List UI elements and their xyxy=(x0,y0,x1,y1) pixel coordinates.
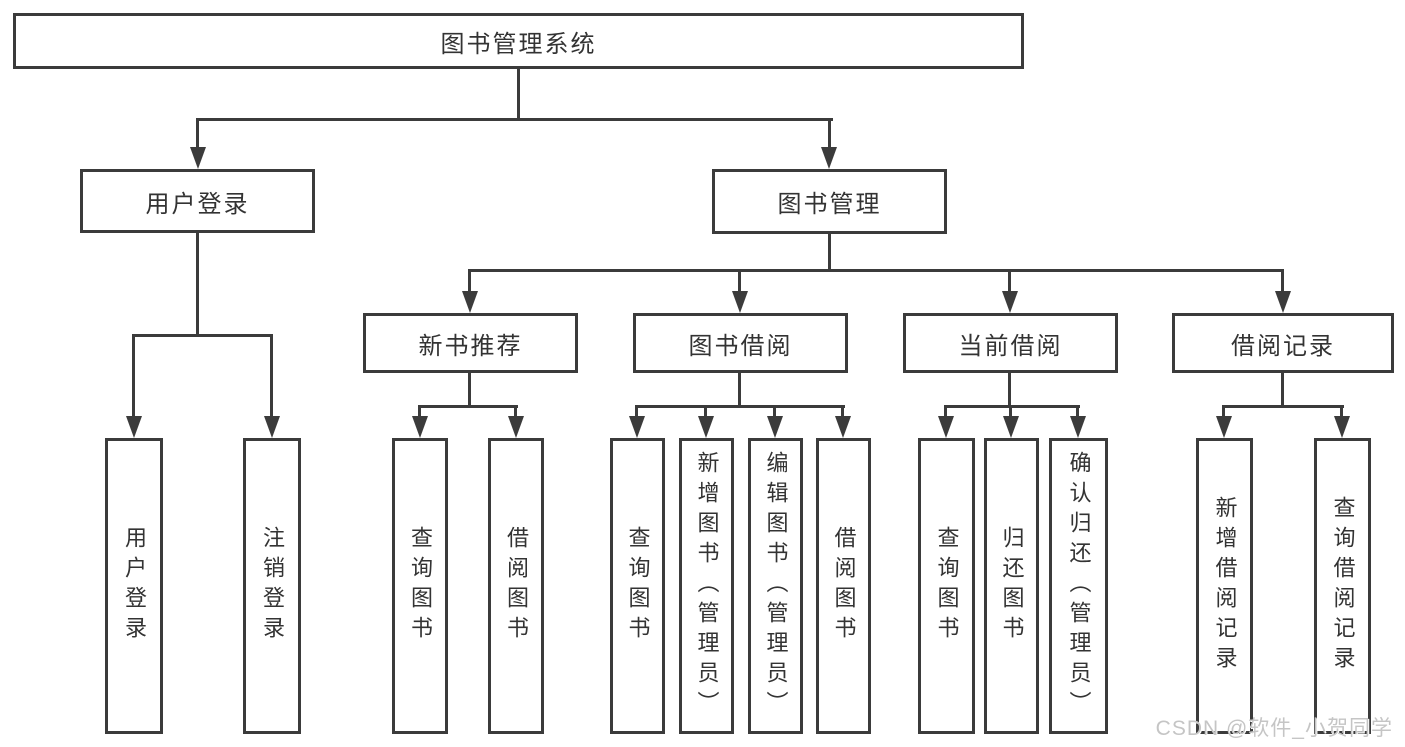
leaf-new-books-query: 查询图书 xyxy=(392,438,448,734)
connector-current-borrow-stem xyxy=(1008,269,1011,293)
leaf-current-borrow-return: 归还图书 xyxy=(984,438,1039,734)
leaf-logout-login-label: 注销登录 xyxy=(260,526,285,646)
leaf-book-borrow-query: 查询图书 xyxy=(610,438,665,734)
connector-leaf-login-stem xyxy=(132,334,135,416)
connector-leaf-logout-stem xyxy=(270,334,273,416)
connector-stem xyxy=(773,405,776,417)
connector-book-borrow-stem xyxy=(738,269,741,293)
connector-stem xyxy=(944,405,947,417)
node-library-system-label: 图书管理系统 xyxy=(440,30,597,58)
connector-stem xyxy=(1222,405,1225,417)
connector-current-borrow-branch xyxy=(944,405,1080,408)
leaf-borrow-records-query-label: 查询借阅记录 xyxy=(1330,496,1356,676)
connector-stem xyxy=(514,405,517,417)
connector-book-mgmt-stem xyxy=(828,118,831,149)
node-user-login: 用户登录 xyxy=(80,169,315,233)
connector-book-borrow-branch xyxy=(635,405,845,408)
leaf-borrow-records-add-label: 新增借阅记录 xyxy=(1212,496,1238,676)
leaf-book-borrow-borrow-label: 借阅图书 xyxy=(831,526,857,646)
arrowhead-current-borrow xyxy=(1002,291,1018,313)
leaf-new-books-borrow-label: 借阅图书 xyxy=(504,526,529,646)
node-book-borrow-label: 图书借阅 xyxy=(688,332,793,360)
node-book-mgmt: 图书管理 xyxy=(712,169,947,234)
leaf-user-login-label: 用户登录 xyxy=(122,526,147,646)
watermark: CSDN @软件_小贺同学 xyxy=(1155,717,1393,740)
connector-user-login-branch xyxy=(132,334,273,337)
leaf-book-borrow-borrow: 借阅图书 xyxy=(816,438,871,734)
node-current-borrow-label: 当前借阅 xyxy=(958,332,1063,360)
node-book-mgmt-label: 图书管理 xyxy=(777,191,882,218)
connector-book-mgmt-down xyxy=(828,234,831,272)
connector-borrow-records-branch xyxy=(1222,405,1344,408)
leaf-book-borrow-edit-admin: 编辑图书（管理员） xyxy=(748,438,803,734)
connector-new-books-down xyxy=(468,373,471,408)
node-user-login-label: 用户登录 xyxy=(145,190,250,218)
arrowhead-nb-query xyxy=(412,416,428,438)
leaf-new-books-query-label: 查询图书 xyxy=(408,526,433,646)
arrowhead-bb-edit xyxy=(767,416,783,438)
leaf-new-books-borrow: 借阅图书 xyxy=(488,438,544,734)
connector-user-login-down xyxy=(196,233,199,336)
connector-stem xyxy=(418,405,421,417)
connector-stem xyxy=(841,405,844,417)
leaf-current-borrow-query-label: 查询图书 xyxy=(934,526,960,646)
node-library-system: 图书管理系统 xyxy=(13,13,1024,69)
node-current-borrow: 当前借阅 xyxy=(903,313,1118,373)
connector-stem xyxy=(1009,405,1012,417)
leaf-borrow-records-query: 查询借阅记录 xyxy=(1314,438,1371,734)
connector-stem xyxy=(1340,405,1343,417)
leaf-current-borrow-return-label: 归还图书 xyxy=(999,526,1025,646)
connector-book-borrow-down xyxy=(738,373,741,408)
arrowhead-cb-return xyxy=(1003,416,1019,438)
leaf-book-borrow-query-label: 查询图书 xyxy=(625,526,651,646)
arrowhead-br-query xyxy=(1334,416,1350,438)
connector-stem xyxy=(704,405,707,417)
arrowhead-bb-borrow xyxy=(835,416,851,438)
leaf-current-borrow-query: 查询图书 xyxy=(918,438,975,734)
connector-user-login-stem xyxy=(196,118,199,149)
connector-new-books-stem xyxy=(468,269,471,293)
arrowhead-cb-query xyxy=(938,416,954,438)
node-new-books-label: 新书推荐 xyxy=(418,332,523,360)
leaf-book-borrow-edit-admin-label: 编辑图书（管理员） xyxy=(763,451,789,721)
node-new-books: 新书推荐 xyxy=(363,313,578,373)
connector-stem xyxy=(635,405,638,417)
connector-new-books-branch xyxy=(418,405,518,408)
leaf-borrow-records-add: 新增借阅记录 xyxy=(1196,438,1253,734)
node-book-borrow: 图书借阅 xyxy=(633,313,848,373)
node-borrow-records: 借阅记录 xyxy=(1172,313,1394,373)
arrowhead-user-login xyxy=(190,147,206,169)
connector-root-stem xyxy=(517,69,520,120)
leaf-book-borrow-add-admin-label: 新增图书（管理员） xyxy=(694,451,720,721)
arrowhead-new-books xyxy=(462,291,478,313)
arrowhead-book-borrow xyxy=(732,291,748,313)
connector-root-branch xyxy=(196,118,833,121)
leaf-user-login: 用户登录 xyxy=(105,438,163,734)
arrowhead-leaf-login xyxy=(126,416,142,438)
arrowhead-book-mgmt xyxy=(821,147,837,169)
arrowhead-bb-query xyxy=(629,416,645,438)
leaf-current-borrow-confirm-admin-label: 确认归还（管理员） xyxy=(1066,451,1092,721)
connector-stem xyxy=(1076,405,1079,417)
arrowhead-br-add xyxy=(1216,416,1232,438)
arrowhead-bb-add xyxy=(698,416,714,438)
leaf-logout-login: 注销登录 xyxy=(243,438,301,734)
connector-book-mgmt-branch xyxy=(468,269,1283,272)
connector-borrow-records-down xyxy=(1281,373,1284,408)
leaf-current-borrow-confirm-admin: 确认归还（管理员） xyxy=(1049,438,1108,734)
arrowhead-leaf-logout xyxy=(264,416,280,438)
arrowhead-borrow-records xyxy=(1275,291,1291,313)
leaf-book-borrow-add-admin: 新增图书（管理员） xyxy=(679,438,734,734)
node-borrow-records-label: 借阅记录 xyxy=(1231,332,1335,360)
arrowhead-cb-confirm xyxy=(1070,416,1086,438)
connector-borrow-records-stem xyxy=(1281,269,1284,293)
arrowhead-nb-borrow xyxy=(508,416,524,438)
connector-current-borrow-down xyxy=(1008,373,1011,408)
